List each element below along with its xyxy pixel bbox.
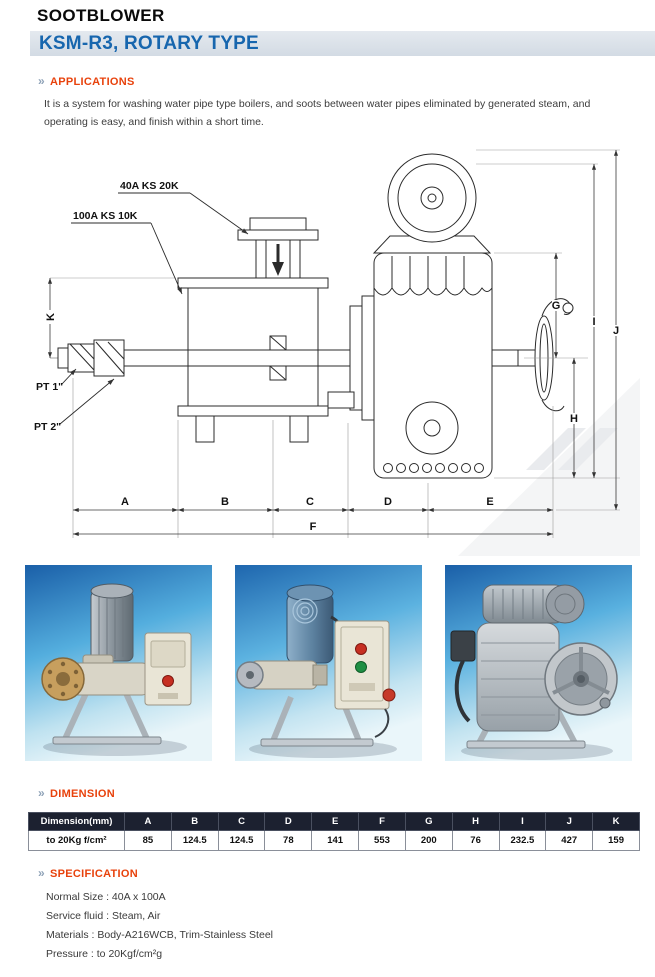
- dimension-row-label: to 20Kg f/cm²: [28, 830, 125, 851]
- specification-heading-label: SPECIFICATION: [49, 868, 139, 880]
- dimension-value-cell: 124.5: [170, 830, 219, 851]
- dimension-heading: » DIMENSION: [38, 786, 115, 800]
- applications-heading: » APPLICATIONS: [38, 74, 135, 88]
- dim-label-h: H: [570, 413, 578, 425]
- dim-label-j: J: [613, 325, 619, 337]
- dim-label-i: I: [592, 316, 595, 328]
- dimension-header-cell: F: [358, 812, 406, 831]
- technical-drawing: A B C D E F G H I J K 40A KS 20K 100A KS…: [34, 149, 640, 556]
- dimension-header-cell: Dimension(mm): [28, 812, 125, 831]
- dimension-header-cell: C: [217, 812, 266, 831]
- steam-inlet-column: [237, 217, 319, 279]
- specification-heading: » SPECIFICATION: [38, 866, 138, 880]
- dimension-header-cell: H: [451, 812, 500, 831]
- dim-label-g: G: [552, 300, 561, 312]
- page-title: SOOTBLOWER: [37, 6, 165, 25]
- spec-item-normal-size: Normal Size : 40A x 100A: [46, 891, 166, 903]
- dimension-header-cell: B: [170, 812, 219, 831]
- model-banner: KSM-R3, ROTARY TYPE: [30, 31, 655, 56]
- valve-body: [177, 277, 329, 443]
- dimension-header-cell: J: [545, 812, 594, 831]
- spec-item-pressure: Pressure : to 20Kgf/cm²g: [46, 948, 163, 960]
- section-arrow-icon: »: [38, 866, 45, 880]
- section-arrow-icon: »: [38, 786, 45, 800]
- dim-label-k: K: [45, 313, 57, 321]
- dimension-header-cell: G: [404, 812, 453, 831]
- technical-drawing-figure: A B C D E F G H I J K 40A KS 20K 100A KS…: [28, 138, 640, 556]
- dimension-header-cell: E: [311, 812, 360, 831]
- dimension-header-cell: D: [264, 812, 313, 831]
- pt2-label: PT 2": [34, 421, 61, 433]
- dim-label-e: E: [486, 496, 493, 508]
- dimension-lines: [47, 150, 619, 537]
- dimension-table: Dimension(mm) A B C D E F G H I J K to 2…: [28, 812, 640, 851]
- belt-pulley: [372, 153, 492, 254]
- product-photo-1: [25, 565, 212, 761]
- dimension-label-backings: [552, 300, 620, 424]
- flange-top-label: 40A KS 20K: [120, 180, 179, 192]
- dimension-value-cell: 427: [545, 830, 594, 851]
- model-name: KSM-R3, ROTARY TYPE: [39, 32, 259, 54]
- gear-housing: [327, 252, 493, 479]
- dim-label-b: B: [221, 496, 229, 508]
- dimension-header-cell: I: [498, 812, 547, 831]
- spec-item-service-fluid: Service fluid : Steam, Air: [46, 910, 161, 922]
- dim-label-a: A: [121, 496, 129, 508]
- applications-heading-label: APPLICATIONS: [49, 76, 135, 88]
- dimension-value-cell: 76: [451, 830, 500, 851]
- applications-body: It is a system for washing water pipe ty…: [44, 98, 591, 128]
- dimension-header-cell: K: [592, 812, 640, 831]
- dimension-value-cell: 200: [404, 830, 453, 851]
- product-photo-3: [445, 565, 632, 761]
- product-photo-2: [235, 565, 422, 761]
- handwheel: [517, 298, 574, 412]
- product-photos: [25, 565, 632, 761]
- pt1-label: PT 1": [36, 381, 63, 393]
- dimension-table-value-row: to 20Kg f/cm² 85 124.5 124.5 78 141 553 …: [28, 830, 640, 851]
- dim-label-c: C: [306, 496, 314, 508]
- dimension-value-cell: 159: [592, 830, 640, 851]
- dim-label-f: F: [310, 521, 317, 533]
- dimension-value-cell: 553: [358, 830, 406, 851]
- dim-label-d: D: [384, 496, 392, 508]
- dimension-value-cell: 141: [311, 830, 360, 851]
- leader-lines: [59, 192, 249, 425]
- dimension-value-cell: 85: [124, 830, 172, 851]
- dimension-extension-lines: [50, 149, 620, 538]
- dimension-value-cell: 124.5: [217, 830, 266, 851]
- section-arrow-icon: »: [38, 74, 45, 88]
- dimension-value-cell: 78: [264, 830, 313, 851]
- spec-item-materials: Materials : Body-A216WCB, Trim-Stainless…: [46, 929, 273, 941]
- dimension-table-header-row: Dimension(mm) A B C D E F G H I J K: [28, 812, 640, 831]
- specification-list: Normal Size : 40A x 100A Service fluid :…: [46, 888, 273, 964]
- dimension-header-cell: A: [124, 812, 172, 831]
- dimension-value-cell: 232.5: [498, 830, 547, 851]
- flange-side-label: 100A KS 10K: [73, 210, 138, 222]
- dimension-heading-label: DIMENSION: [49, 788, 116, 800]
